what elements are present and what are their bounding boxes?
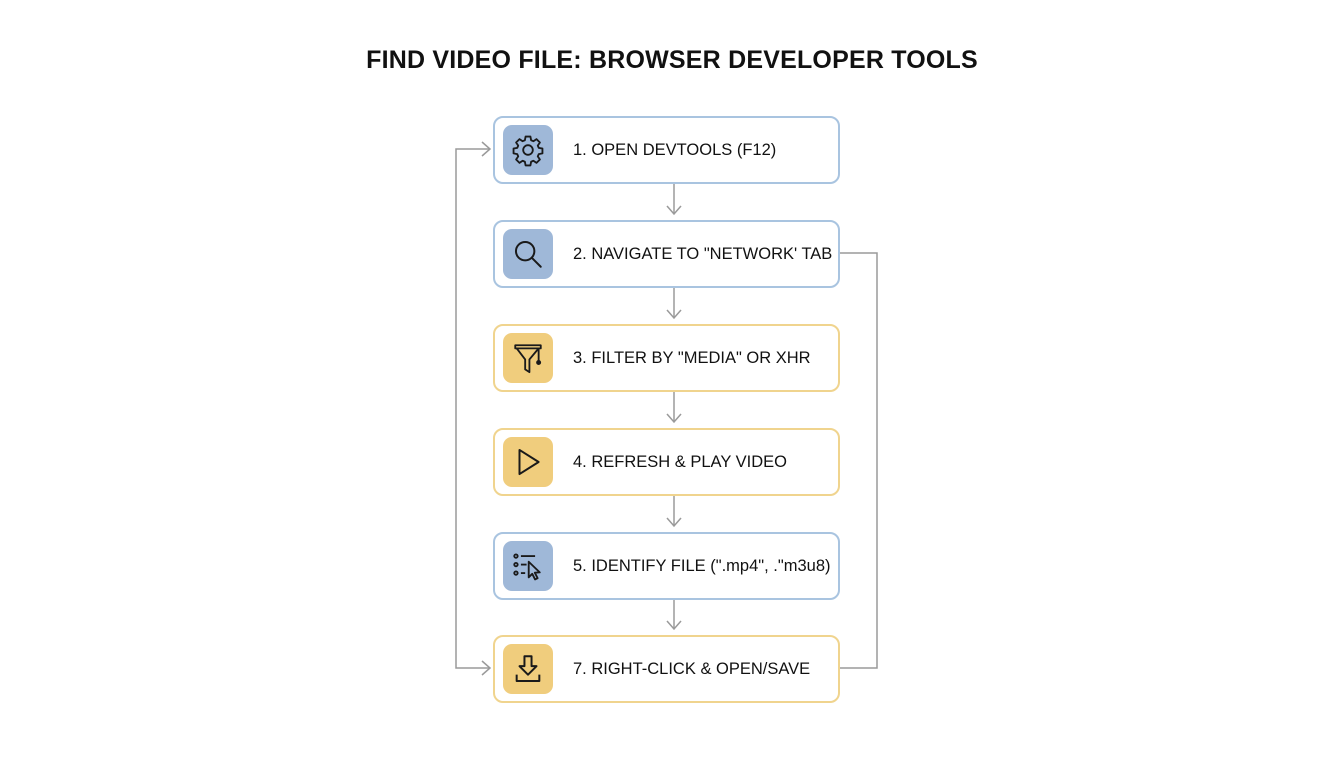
step-7-right-click-save: 7. RIGHT-CLICK & OPEN/SAVE	[493, 635, 840, 703]
search-icon	[503, 229, 553, 279]
step-1-open-devtools: 1. OPEN DEVTOOLS (F12)	[493, 116, 840, 184]
step-label: 5. IDENTIFY FILE (".mp4", ."m3u8)	[573, 557, 831, 575]
step-label: 4. REFRESH & PLAY VIDEO	[573, 453, 787, 471]
step-label: 7. RIGHT-CLICK & OPEN/SAVE	[573, 660, 811, 678]
list-cursor-icon	[503, 541, 553, 591]
gear-icon	[503, 125, 553, 175]
step-label: 3. FILTER BY "MEDIA" OR XHR	[573, 349, 811, 367]
play-icon	[503, 437, 553, 487]
diagram-title: FIND VIDEO FILE: BROWSER DEVELOPER TOOLS	[366, 46, 978, 74]
step-label: 1. OPEN DEVTOOLS (F12)	[573, 141, 777, 159]
filter-funnel-icon	[503, 333, 553, 383]
download-icon	[503, 644, 553, 694]
step-2-network-tab: 2. NAVIGATE TO "NETWORK' TAB	[493, 220, 840, 288]
step-4-refresh-play: 4. REFRESH & PLAY VIDEO	[493, 428, 840, 496]
step-5-identify-file: 5. IDENTIFY FILE (".mp4", ."m3u8)	[493, 532, 840, 600]
step-label: 2. NAVIGATE TO "NETWORK' TAB	[573, 245, 833, 263]
step-3-filter-media: 3. FILTER BY "MEDIA" OR XHR	[493, 324, 840, 392]
